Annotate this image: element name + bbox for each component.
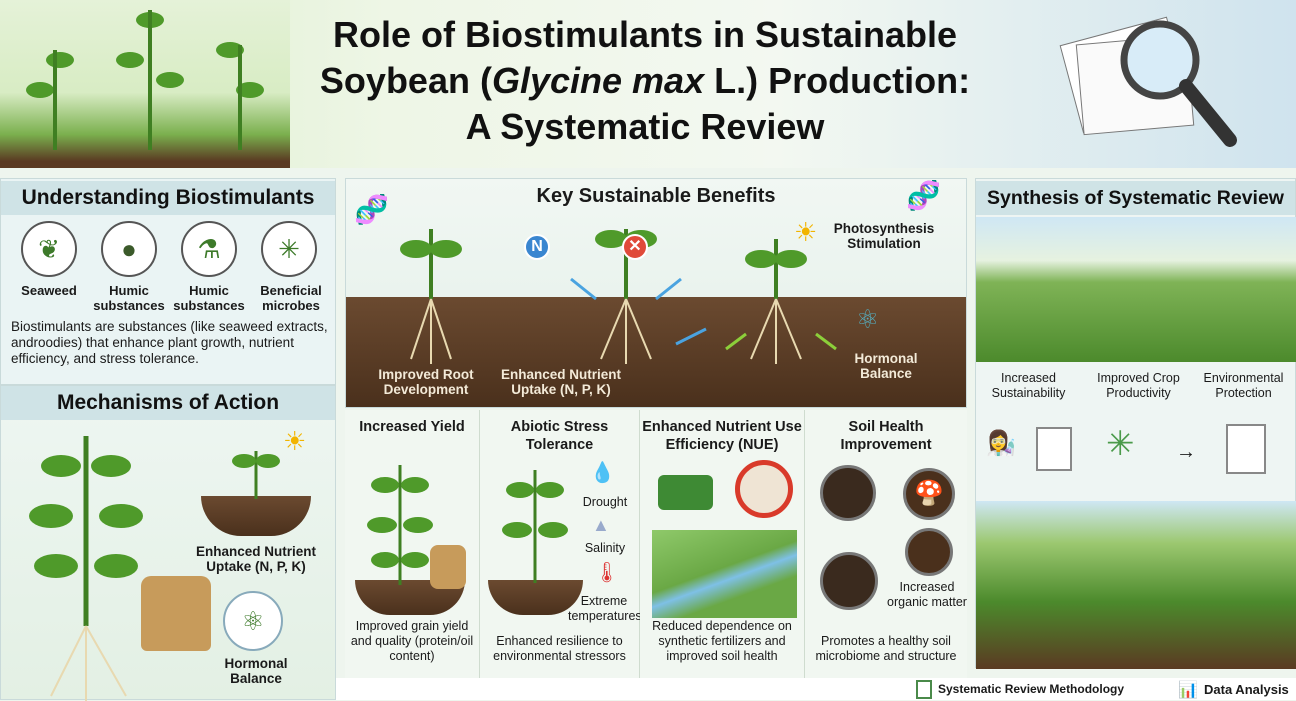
nue-column: Enhanced Nutrient Use Efficiency (NUE) R… xyxy=(640,410,805,678)
chart-icon: 📊 xyxy=(1178,682,1198,699)
synthesis-label-sustainability: Increased Sustainability xyxy=(991,371,1066,400)
mushroom-icon: 🍄 xyxy=(903,468,955,520)
column-heading: Increased Yield xyxy=(359,419,465,435)
column-description: Improved grain yield and quality (protei… xyxy=(350,619,474,663)
understanding-panel: Understanding Biostimulants ❦ ● ⚗ ✳ Seaw… xyxy=(0,178,336,385)
title-line-3: A Systematic Review xyxy=(465,106,825,147)
increased-yield-column: Increased Yield Improved grain yield and… xyxy=(345,410,480,678)
blocked-icon: ✕ xyxy=(622,234,648,260)
column-description: Enhanced resilience to environmental str… xyxy=(493,634,626,663)
soybean-plants-illustration xyxy=(0,0,290,168)
dna-icon: 🧬 xyxy=(354,194,389,225)
benefits-heading: Key Sustainable Benefits xyxy=(536,185,776,207)
page-title: Role of Biostimulants in Sustainable Soy… xyxy=(195,12,1095,150)
molecule-icon: ⚛ xyxy=(223,591,283,651)
column-heading: Soil Health Improvement xyxy=(840,419,932,453)
hormonal-balance-label: Hormonal Balance xyxy=(854,351,918,381)
root-development-label: Improved Root Development xyxy=(378,367,474,397)
column-description: Reduced dependence on synthetic fertiliz… xyxy=(652,619,792,663)
checklist-icon xyxy=(1036,427,1072,471)
salt-icon: ▲ xyxy=(592,515,610,535)
organic-matter-label: Increased organic matter xyxy=(887,580,967,609)
dna-icon-right: 🧬 xyxy=(906,180,941,211)
stress-salinity: Salinity xyxy=(584,541,626,555)
grain-sack-icon xyxy=(430,545,466,589)
stream-landscape-illustration xyxy=(652,530,797,618)
synthesis-label-productivity: Improved Crop Productivity xyxy=(1097,371,1180,400)
seaweed-icon: ❦ xyxy=(21,221,77,277)
mechanisms-panel: Mechanisms of Action ☀ Enhanced Nutrient… xyxy=(0,385,336,701)
mechanism-nutrient-label: Enhanced Nutrient Uptake (N, P, K) xyxy=(195,544,316,574)
nutrient-uptake-label: Enhanced Nutrient Uptake (N, P, K) xyxy=(500,367,621,397)
mechanisms-heading: Mechanisms of Action xyxy=(1,386,335,420)
microbes-icon: ✳ xyxy=(261,221,317,277)
mechanism-hormonal-label: Hormonal Balance xyxy=(224,656,288,686)
fertilizer-spreader-icon xyxy=(658,475,713,510)
review-document-icon xyxy=(1226,424,1266,474)
footer-data-analysis: Data Analysis xyxy=(1204,682,1289,697)
soil-health-column: Soil Health Improvement 🍄 Increased orga… xyxy=(805,410,967,678)
understanding-heading: Understanding Biostimulants xyxy=(1,181,335,215)
footer-methodology: Systematic Review Methodology xyxy=(938,682,1125,696)
molecule-icon: ⚛ xyxy=(856,304,880,334)
stress-temperature: Extreme temperatures xyxy=(568,594,642,623)
synthesis-panel: Synthesis of Systematic Review Increased… xyxy=(975,178,1296,669)
column-description: Promotes a healthy soil microbiome and s… xyxy=(815,634,957,663)
network-icon: ✳ xyxy=(1106,425,1135,463)
researchers-icon: 👩‍🔬 xyxy=(986,430,1016,457)
humic-substances-icon: ● xyxy=(101,221,157,277)
understanding-description: Biostimulants are substances (like seawe… xyxy=(11,319,328,366)
plant-icon xyxy=(26,10,264,150)
bacteria-icon xyxy=(820,552,878,610)
drought-droplet-icon: 💧 xyxy=(590,462,615,484)
sun-icon: ☀ xyxy=(794,217,818,247)
title-line-1: Role of Biostimulants in Sustainable xyxy=(332,14,958,55)
sun-icon: ☀ xyxy=(283,426,307,456)
item-label-seaweed: Seaweed xyxy=(21,283,77,298)
thermometer-icon: 🌡 xyxy=(594,562,620,584)
synthesis-heading: Synthesis of Systematic Review xyxy=(976,181,1295,215)
title-line-2a: Soybean ( xyxy=(319,60,492,101)
synthesis-label-environment: Environmental Protection xyxy=(1203,371,1284,400)
soybean-plant-icon xyxy=(502,470,568,583)
column-heading: Enhanced Nutrient Use Efficiency (NUE) xyxy=(642,419,802,453)
stress-drought: Drought xyxy=(582,495,628,509)
organic-matter-icon xyxy=(905,528,953,576)
soybean-plant-icon xyxy=(367,465,433,585)
footer-bar: Systematic Review Methodology 📊 Data Ana… xyxy=(336,678,1296,700)
microbes-soil-icon xyxy=(820,465,876,521)
soybean-plant-icon xyxy=(29,436,143,701)
no-fertilizer-icon xyxy=(735,460,793,518)
soil-bowl xyxy=(488,580,583,615)
key-benefits-panel: Key Sustainable Benefits 🧬 🧬 N ✕ ☀ Photo… xyxy=(345,178,967,408)
clipboard-icon xyxy=(916,680,932,699)
arrow-right-icon: → xyxy=(1176,441,1196,463)
farm-field-illustration xyxy=(976,217,1296,362)
title-line-2b: L.) Production: xyxy=(704,60,971,101)
stress-tolerance-column: Abiotic Stress Tolerance 💧 Drought ▲ Sal… xyxy=(480,410,642,678)
flask-icon: ⚗ xyxy=(181,221,237,277)
header-banner: Role of Biostimulants in Sustainable Soy… xyxy=(0,0,1296,168)
nitrogen-badge: N xyxy=(524,234,550,260)
photosynthesis-label: Photosynthesis Stimulation xyxy=(833,221,935,251)
title-species: Glycine max xyxy=(491,60,705,101)
soil-cross-section xyxy=(201,496,311,536)
farmers-field-illustration xyxy=(976,501,1296,669)
grain-sack-icon xyxy=(141,576,211,651)
column-heading: Abiotic Stress Tolerance xyxy=(510,419,609,453)
magnifier-documents-illustration xyxy=(1040,0,1296,168)
seedling-icon xyxy=(232,451,280,499)
